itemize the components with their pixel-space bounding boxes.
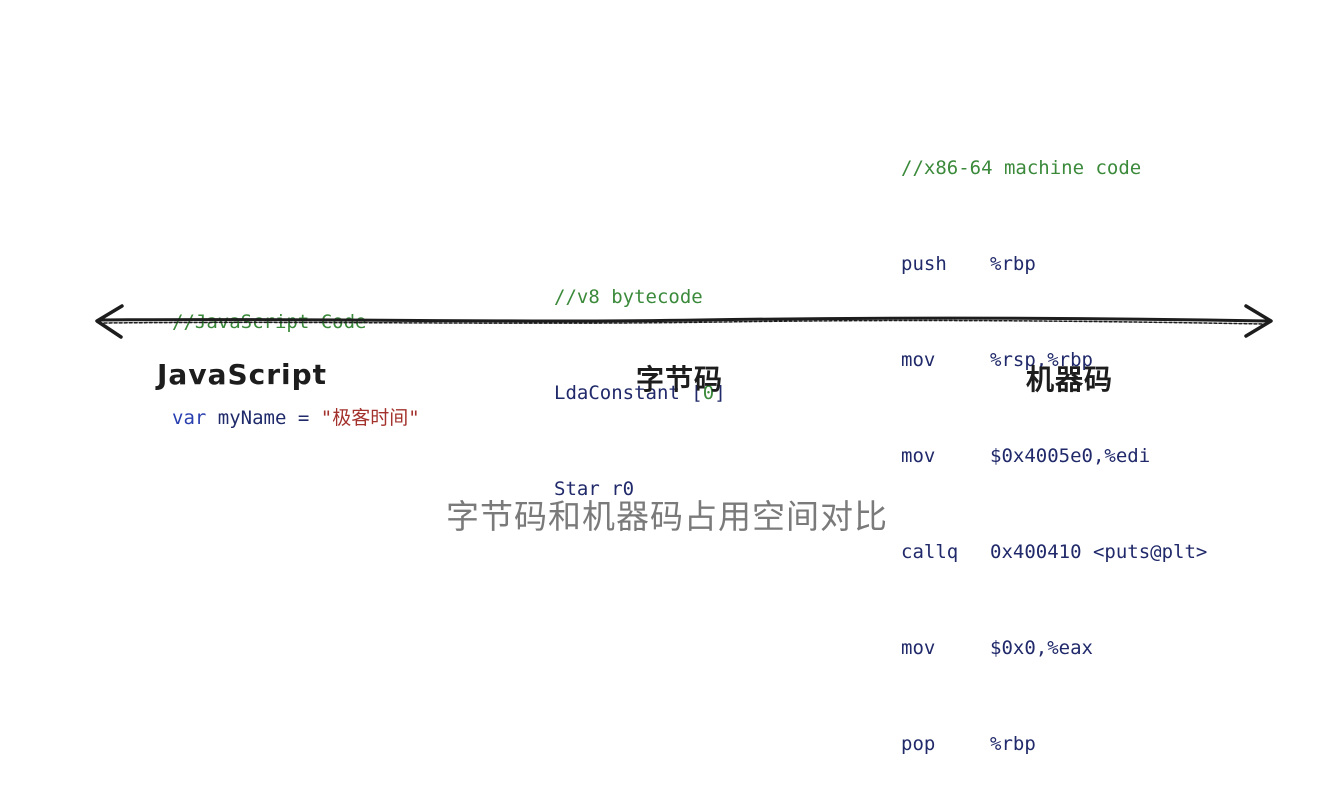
axis-line [98, 316, 1270, 323]
asm-op: mov [901, 349, 936, 371]
machine-code-line: push %rbp [901, 248, 1207, 280]
asm-op: mov [901, 445, 936, 467]
bytecode-arg: r0 [611, 478, 635, 500]
asm-op: mov [901, 637, 936, 659]
bytecode-op: Star [554, 478, 600, 500]
label-javascript: JavaScript [157, 358, 328, 391]
bytecode-block: //v8 bytecode LdaConstant [0] Star r0 [554, 217, 726, 537]
bytecode-comment: //v8 bytecode [554, 286, 703, 308]
bytecode-bracket-open: [ [691, 382, 703, 404]
asm-arg: $0x4005e0,%edi [990, 445, 1151, 467]
label-machine-code: 机器码 [1026, 363, 1114, 396]
machine-code-line: mov $0x0,%eax [901, 632, 1207, 664]
label-bytecode: 字节码 [636, 363, 724, 396]
keyword-var: var [172, 407, 207, 429]
asm-arg: %rbp [990, 253, 1036, 275]
asm-arg: %rsp,%rbp [990, 349, 1093, 371]
javascript-code-block: //JavaScript Code var myName = "极客时间" [172, 242, 420, 466]
bytecode-arg: 0 [702, 382, 715, 404]
string-literal: "极客时间" [320, 407, 420, 429]
identifier-myname: myName [217, 407, 287, 429]
assign-operator: = [297, 407, 310, 429]
asm-op: push [901, 253, 947, 275]
asm-arg: $0x0,%eax [990, 637, 1093, 659]
double-arrow-axis [95, 304, 1273, 339]
bytecode-line: LdaConstant [0] [554, 377, 726, 409]
asm-op: pop [901, 733, 936, 755]
machine-code-line: mov %rsp,%rbp [901, 344, 1207, 376]
bytecode-bracket-close: ] [714, 382, 726, 404]
left-arrowhead-icon [95, 304, 124, 339]
machine-code-comment: //x86-64 machine code [901, 157, 1142, 179]
axis-line-texture [103, 319, 1265, 325]
bytecode-line: Star r0 [554, 473, 726, 505]
figure-caption: 字节码和机器码占用空间对比 [446, 497, 888, 536]
machine-code-line: pop %rbp [901, 728, 1207, 760]
javascript-code-line: var myName = "极客时间" [172, 402, 420, 434]
right-arrowhead-icon [1244, 304, 1273, 338]
bytecode-op: LdaConstant [554, 382, 680, 404]
asm-arg: 0x400410 <puts@plt> [990, 541, 1208, 563]
machine-code-line: mov $0x4005e0,%edi [901, 440, 1207, 472]
asm-arg: %rbp [990, 733, 1036, 755]
